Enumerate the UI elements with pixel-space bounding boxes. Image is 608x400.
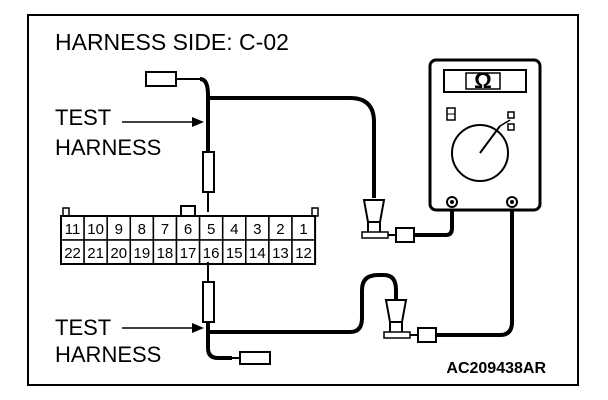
connector-pin-6: 6 [175, 215, 201, 241]
lower-harness-plug [239, 351, 271, 365]
connector-pin-10: 10 [83, 215, 108, 241]
svg-text:HARNESS: HARNESS [55, 342, 161, 367]
connector-pin-label: 16 [203, 245, 220, 262]
connector-pin-7: 7 [152, 215, 178, 241]
connector-pin-4: 4 [221, 215, 247, 241]
connector-pin-5: 5 [198, 215, 224, 241]
upper-test-harness-label: TEST HARNESS [55, 105, 161, 160]
connector-pin-13: 13 [268, 239, 293, 265]
upper-label-arrow [122, 117, 204, 127]
connector-pin-label: 19 [134, 245, 151, 262]
connector-pin-12: 12 [291, 239, 316, 265]
connector-pin-label: 3 [253, 221, 261, 238]
lower-test-harness [202, 262, 398, 365]
ohmmeter: Ω [428, 58, 542, 212]
connector-pin-20: 20 [106, 239, 132, 265]
connector-pin-label: 4 [230, 221, 238, 238]
connector-pin-8: 8 [129, 215, 155, 241]
diagram-title: HARNESS SIDE: C-02 [55, 29, 289, 55]
svg-text:HARNESS: HARNESS [55, 135, 161, 160]
connector-pin-label: 7 [161, 221, 169, 238]
connector-pin-3: 3 [245, 215, 270, 241]
upper-lead-wire [208, 96, 376, 198]
connector-latch [180, 205, 196, 217]
svg-text:TEST: TEST [55, 105, 111, 130]
connector-pin-18: 18 [152, 239, 178, 265]
connector-pin-label: 13 [272, 245, 289, 262]
connector-pin-16: 16 [198, 239, 224, 265]
connector-pin-label: 5 [207, 221, 215, 238]
connector-pin-label: 1 [299, 221, 307, 238]
connector-outline [60, 215, 317, 265]
connector-pin-1: 1 [291, 215, 316, 241]
upper-harness-plug [145, 71, 177, 87]
connector-pin-label: 10 [87, 221, 104, 238]
connector-pin-label: 21 [87, 245, 104, 262]
lower-test-clip [383, 208, 514, 343]
connector-pin-11: 11 [60, 215, 85, 241]
connector-pin-label: 2 [276, 221, 284, 238]
connector-pin-label: 15 [226, 245, 243, 262]
figure-code: AC209438AR [446, 360, 546, 377]
lower-test-harness-label: TEST HARNESS [55, 315, 161, 367]
connector-pin-19: 19 [129, 239, 155, 265]
connector-pin-9: 9 [106, 215, 132, 241]
connector-pin-label: 8 [138, 221, 146, 238]
connector-pin-label: 11 [65, 221, 81, 238]
connector-pin-14: 14 [245, 239, 270, 265]
connector-pin-label: 9 [115, 221, 123, 238]
upper-test-harness [145, 71, 376, 212]
connector-pin-2: 2 [268, 215, 293, 241]
ohm-symbol: Ω [474, 68, 492, 93]
connector-pin-label: 22 [64, 245, 81, 262]
lower-lead-wire [208, 273, 398, 334]
svg-text:TEST: TEST [55, 315, 111, 340]
connector-pin-label: 12 [295, 245, 312, 262]
connector-pin-label: 20 [110, 245, 127, 262]
connector-pin-label: 18 [157, 245, 174, 262]
lower-label-arrow [122, 323, 204, 333]
connector-pin-label: 17 [180, 245, 197, 262]
connector-pin-15: 15 [221, 239, 247, 265]
connector-pin-label: 6 [184, 221, 192, 238]
connector-pin-21: 21 [83, 239, 108, 265]
connector-pin-label: 14 [249, 245, 266, 262]
upper-test-clip [361, 199, 454, 243]
connector-pin-22: 22 [60, 239, 85, 265]
connector-pin-17: 17 [175, 239, 201, 265]
figure-frame [27, 14, 579, 386]
